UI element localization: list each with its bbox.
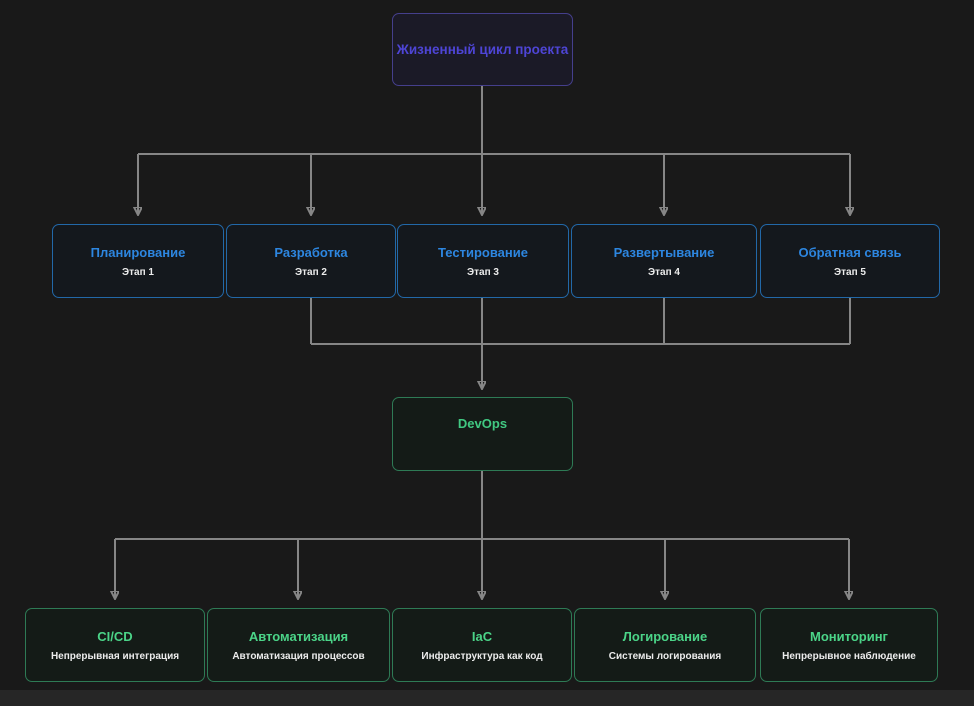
node-stage-feedback: Обратная связь Этап 5	[760, 224, 940, 298]
node-subtitle: Этап 2	[295, 266, 327, 278]
node-subtitle: Системы логирования	[608, 650, 722, 662]
node-title: Обратная связь	[798, 244, 902, 260]
node-subtitle: Автоматизация процессов	[232, 650, 365, 662]
node-stage-development: Разработка Этап 2	[226, 224, 396, 298]
node-project-lifecycle: Жизненный цикл проекта	[392, 13, 573, 86]
node-subtitle: Этап 5	[834, 266, 866, 278]
node-title: Логирование	[622, 628, 708, 644]
node-title: Жизненный цикл проекта	[396, 42, 569, 57]
node-subtitle: Этап 3	[467, 266, 499, 278]
node-stage-planning: Планирование Этап 1	[52, 224, 224, 298]
node-title: Мониторинг	[810, 628, 888, 644]
node-subtitle: Непрерывное наблюдение	[782, 650, 916, 662]
node-practice-iac: IaC Инфраструктура как код	[392, 608, 572, 682]
node-stage-deployment: Развертывание Этап 4	[571, 224, 757, 298]
node-practice-cicd: CI/CD Непрерывная интеграция	[25, 608, 205, 682]
node-practice-logging: Логирование Системы логирования	[574, 608, 756, 682]
node-practice-automation: Автоматизация Автоматизация процессов	[207, 608, 390, 682]
node-title: IaC	[471, 628, 493, 644]
node-subtitle: Этап 1	[122, 266, 154, 278]
node-practice-monitoring: Мониторинг Непрерывное наблюдение	[760, 608, 938, 682]
node-title: Тестирование	[438, 244, 528, 260]
node-devops: DevOps	[392, 397, 573, 471]
node-stage-testing: Тестирование Этап 3	[397, 224, 569, 298]
node-title: DevOps	[457, 416, 508, 431]
node-title: Автоматизация	[248, 628, 349, 644]
bottom-strip	[0, 690, 974, 706]
node-subtitle: Этап 4	[648, 266, 680, 278]
node-title: Развертывание	[613, 244, 715, 260]
node-title: Разработка	[274, 244, 348, 260]
node-title: CI/CD	[97, 628, 133, 644]
node-subtitle: Непрерывная интеграция	[50, 650, 180, 662]
node-subtitle: Инфраструктура как код	[421, 650, 543, 662]
node-title: Планирование	[90, 244, 186, 260]
